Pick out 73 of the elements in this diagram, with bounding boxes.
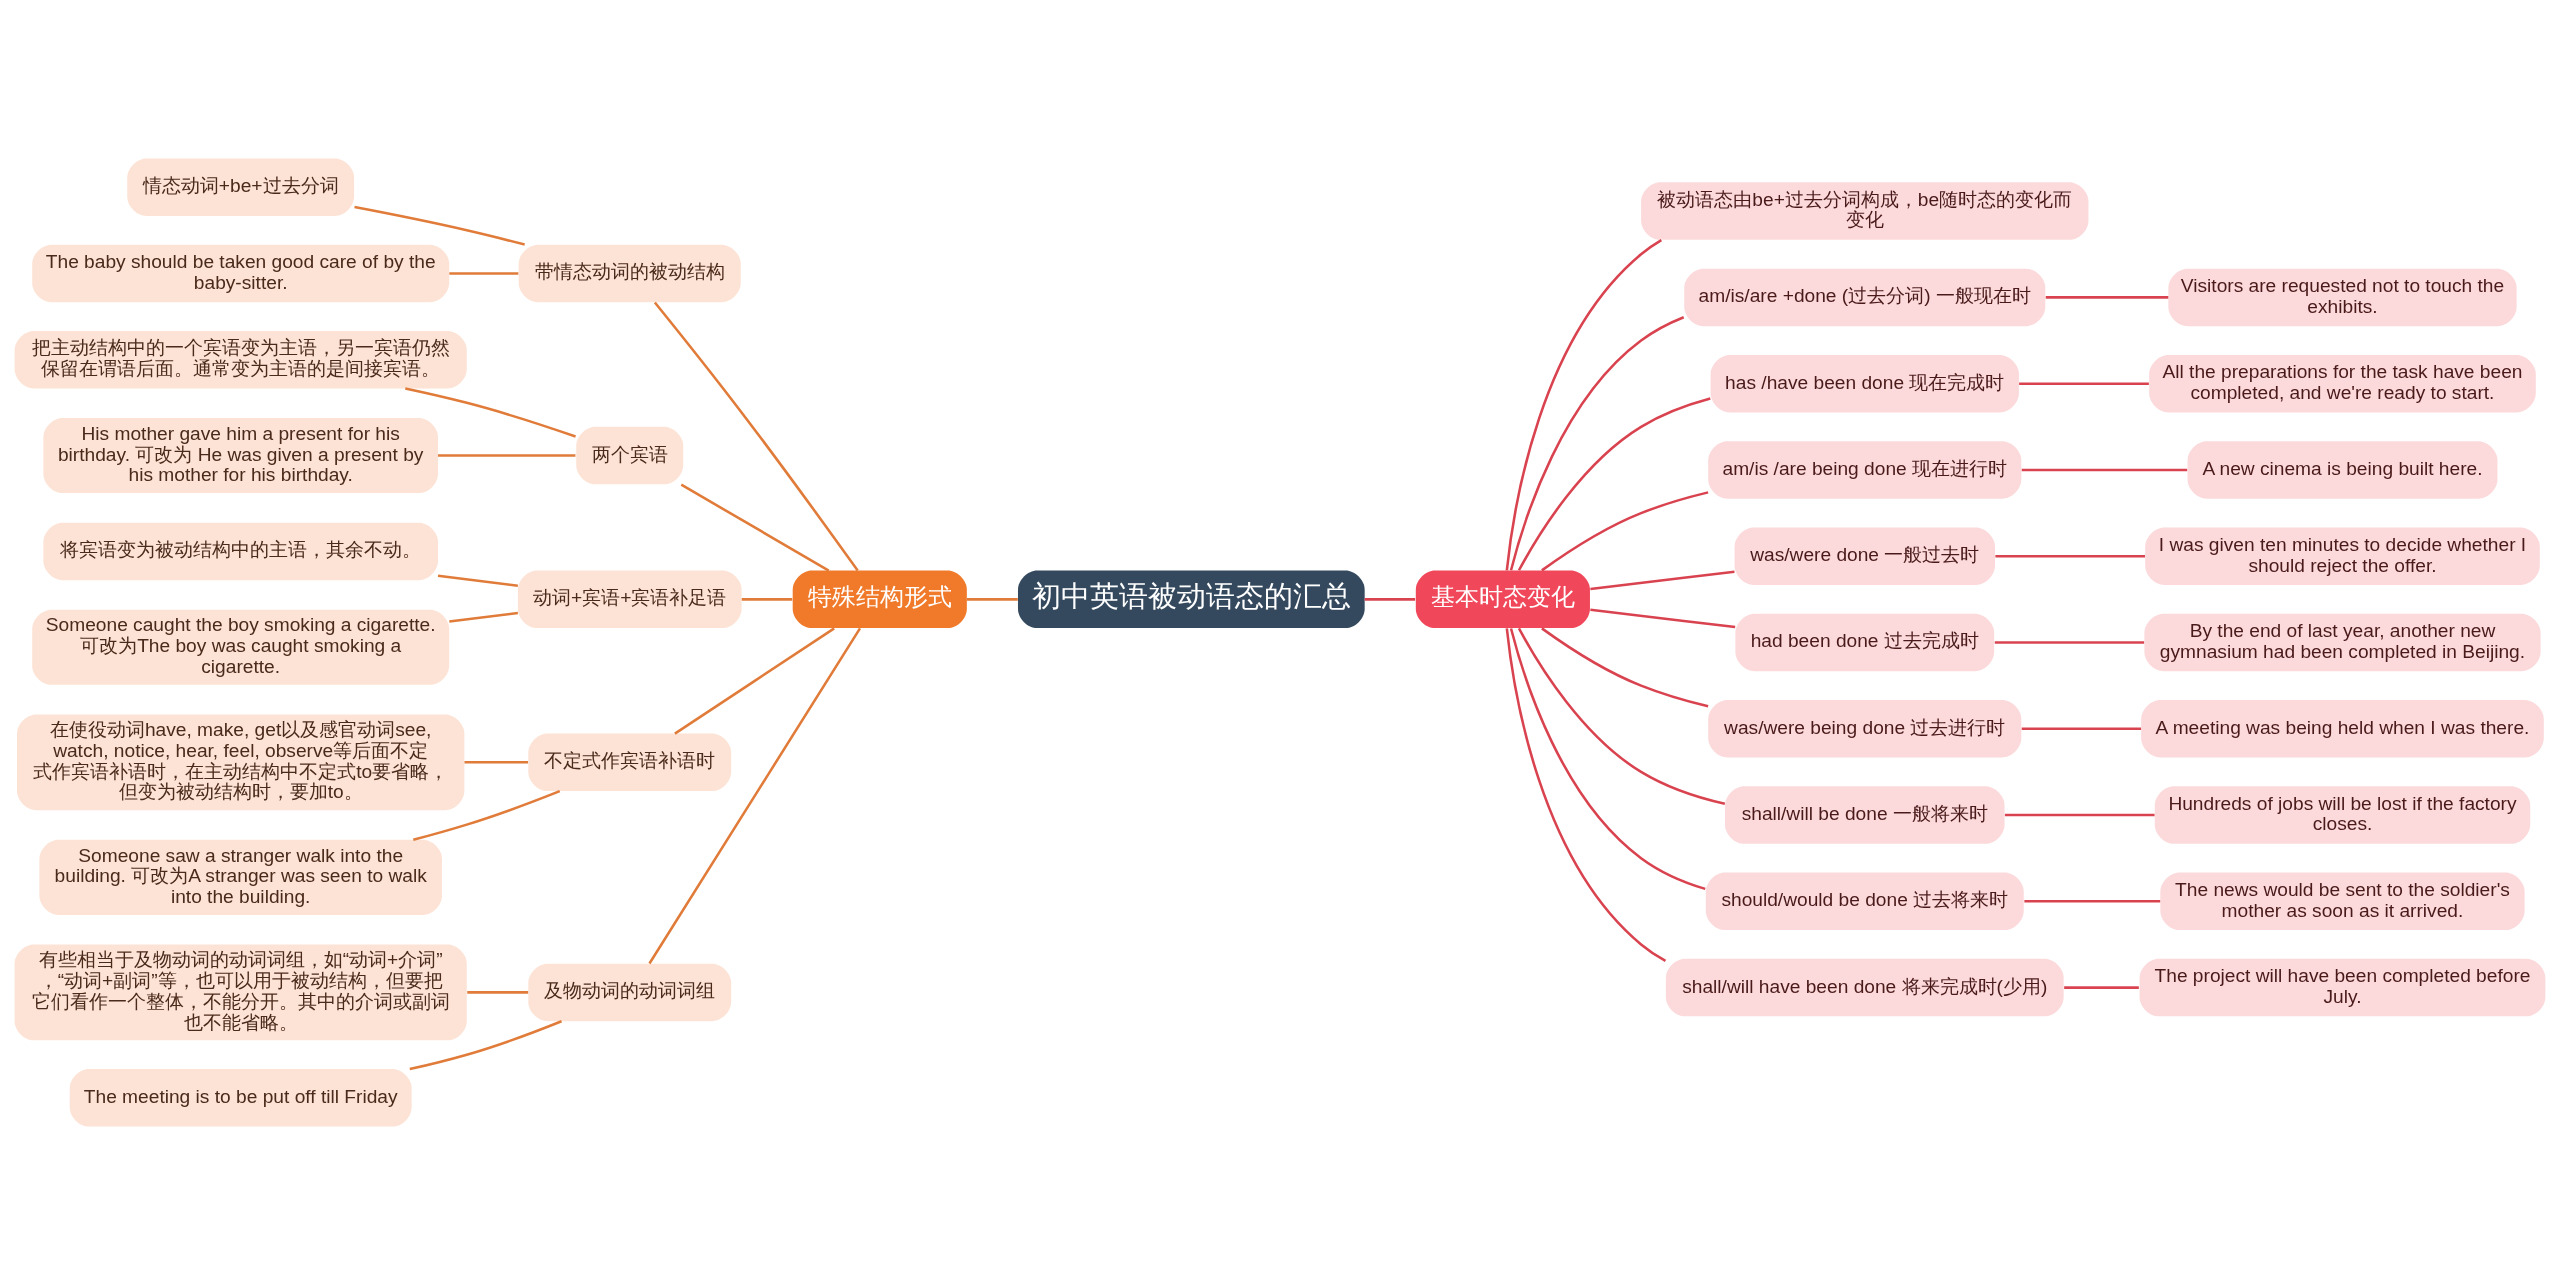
node-box: The project will have been completed before July. xyxy=(2139,958,2546,1017)
connector xyxy=(648,627,862,965)
connector xyxy=(653,301,859,572)
node-box: should/would be done 过去将来时 xyxy=(1705,872,2024,931)
connector xyxy=(405,387,576,438)
node-box: 特殊结构形式 xyxy=(792,570,967,629)
connector xyxy=(413,789,561,842)
node-box: 有些相当于及物动词的动词词组，如“动词+介词”，“动词+副词”等，也可以用于被动结构，但要把它们看作一个整体，不能分开。其中的介词或副词也不能省略。 xyxy=(14,944,467,1041)
node-box: 两个宾语 xyxy=(576,426,684,485)
connector xyxy=(2024,900,2161,903)
connector xyxy=(1364,598,1416,601)
connector xyxy=(1505,239,1663,571)
node-box: All the preparations for the task have been completed, and we're ready to start. xyxy=(2149,354,2536,413)
node-box: 及物动词的动词词组 xyxy=(528,963,732,1022)
node-box: 初中英语被动语态的汇总 xyxy=(1017,570,1365,629)
connector xyxy=(1509,316,1685,571)
node-box: 被动语态由be+过去分词构成，be随时态的变化而变化 xyxy=(1641,182,2089,240)
node-box: 动词+宾语+宾语补足语 xyxy=(517,570,742,629)
node-box: By the end of last year, another new gymnasium had been completed in Beijing. xyxy=(2144,613,2541,672)
node-box: shall/will have been done 将来完成时(少用) xyxy=(1665,958,2064,1017)
node-box: had been done 过去完成时 xyxy=(1735,613,1995,672)
connector xyxy=(680,483,830,572)
connector xyxy=(464,761,529,764)
connector xyxy=(449,272,519,275)
connector xyxy=(1994,641,2145,644)
connector xyxy=(1541,491,1709,572)
node-box: A new cinema is being built here. xyxy=(2187,441,2498,499)
connector xyxy=(1505,628,1667,963)
node-box: The baby should be taken good care of by the baby-sitter. xyxy=(32,244,450,303)
node-box: 把主动结构中的一个宾语变为主语，另一宾语仍然保留在谓语后面。通常变为主语的是间接宾语。 xyxy=(14,330,467,389)
connector xyxy=(1541,627,1709,708)
connector xyxy=(674,627,835,735)
node-box: The news would be sent to the soldier's mother as soon as it arrived. xyxy=(2160,872,2525,931)
node-box: His mother gave him a present for his birthday. 可改为 He was given a present by his mother for his birthday. xyxy=(43,418,438,494)
connector xyxy=(1509,628,1706,891)
node-box: I was given ten minutes to decide whether I should reject the offer. xyxy=(2145,527,2540,585)
node-box: Someone caught the boy smoking a cigarette. 可改为The boy was caught smoking a cigarette. xyxy=(32,609,450,685)
connector xyxy=(1517,627,1726,806)
node-box: 带情态动词的被动结构 xyxy=(518,244,741,303)
node-box: was/were being done 过去进行时 xyxy=(1708,700,2022,758)
connector xyxy=(1517,397,1711,571)
connector xyxy=(2021,727,2142,731)
connector xyxy=(1995,554,2145,558)
node-box: A meeting was being held when I was there. xyxy=(2141,700,2544,758)
node-box: The meeting is to be put off till Friday xyxy=(69,1069,412,1127)
node-box: am/is /are being done 现在进行时 xyxy=(1708,441,2022,499)
node-box: 情态动词+be+过去分词 xyxy=(127,158,355,216)
node-box: 将宾语变为被动结构中的主语，其余不动。 xyxy=(43,522,438,581)
connector xyxy=(1590,570,1735,591)
connector xyxy=(467,991,529,994)
node-box: has /have been done 现在完成时 xyxy=(1710,354,2019,413)
connector xyxy=(2045,296,2169,299)
connector xyxy=(966,598,1018,601)
node-box: Visitors are requested not to touch the exhibits. xyxy=(2168,268,2517,327)
node-box: 基本时态变化 xyxy=(1415,570,1590,629)
node-box: am/is/are +done (过去分词) 一般现在时 xyxy=(1684,268,2046,327)
connector xyxy=(2004,813,2155,817)
connector xyxy=(1590,608,1736,629)
connector xyxy=(2064,986,2139,989)
connector xyxy=(449,611,518,623)
connector xyxy=(438,454,576,457)
node-box: was/were done 一般过去时 xyxy=(1734,527,1995,585)
node-box: shall/will be done 一般将来时 xyxy=(1724,786,2005,844)
connector xyxy=(2021,468,2188,472)
connector xyxy=(437,574,518,587)
node-box: 在使役动词have, make, get以及感官动词see, watch, notice, hear, feel, observe等后面不定式作宾语补语时，在主动结构中不定式to要省略，但变为被动结构时，要加to。 xyxy=(17,714,465,811)
node-box: Hundreds of jobs will be lost if the factory closes. xyxy=(2154,786,2531,844)
connector xyxy=(354,205,525,246)
connector xyxy=(2019,382,2149,385)
connector xyxy=(741,598,793,601)
node-box: 不定式作宾语补语时 xyxy=(528,733,732,792)
connector xyxy=(409,1020,562,1071)
node-box: Someone saw a stranger walk into the building. 可改为A stranger was seen to walk into the building. xyxy=(39,839,442,915)
